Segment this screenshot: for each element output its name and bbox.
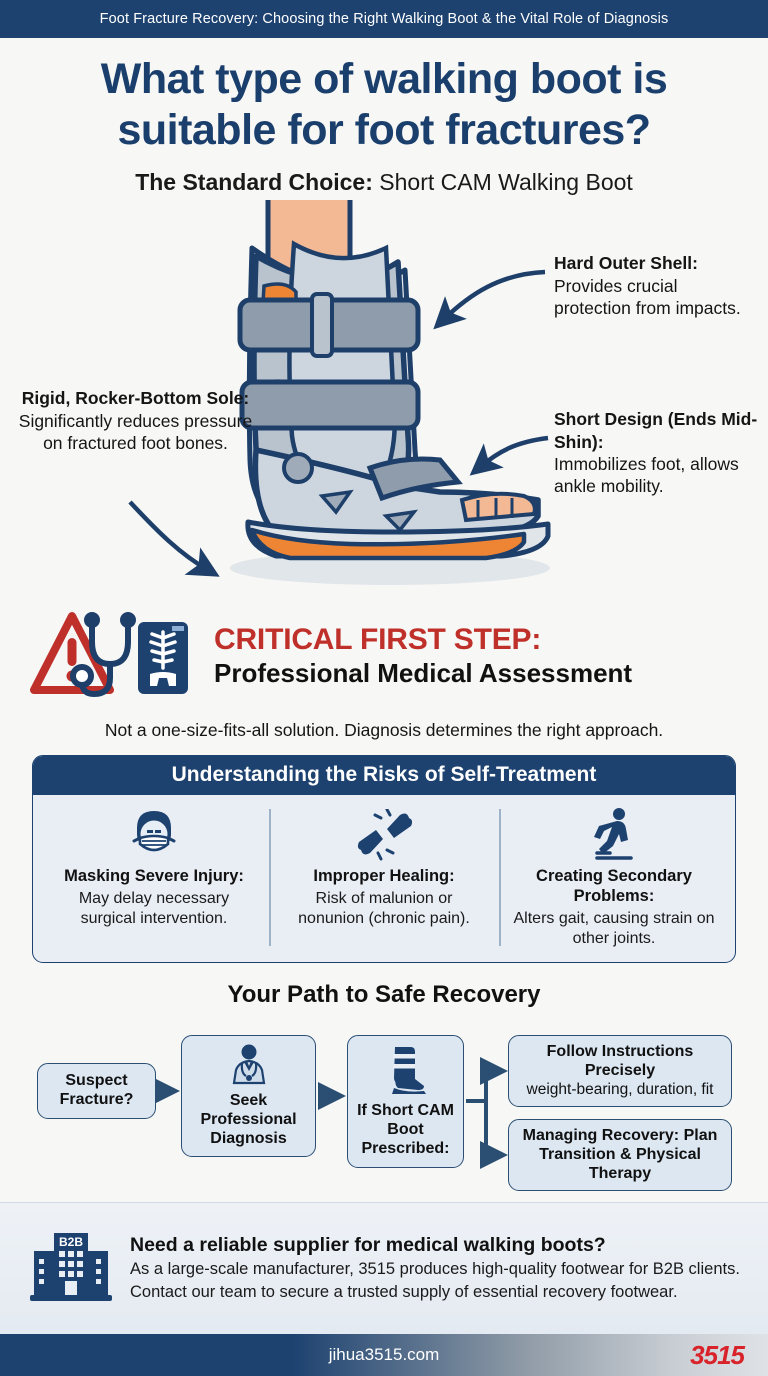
risk-title: Masking Severe Injury: bbox=[64, 867, 244, 886]
page-title-line1: What type of walking boot is bbox=[100, 55, 668, 103]
broken-bone-icon bbox=[281, 807, 487, 863]
page-title: What type of walking boot is suitable fo… bbox=[28, 54, 740, 155]
flow-node-title: If Short CAM Boot Prescribed: bbox=[357, 1101, 454, 1157]
footer-bar: jihua3515.com 3515 bbox=[0, 1334, 768, 1376]
risks-panel: Understanding the Risks of Self-Treatmen… bbox=[32, 755, 736, 964]
footer-website-url[interactable]: jihua3515.com bbox=[328, 1345, 440, 1364]
flow-node-sub: weight-bearing, duration, fit bbox=[526, 1080, 714, 1098]
critical-subhead: Professional Medical Assessment bbox=[214, 658, 633, 689]
critical-headline: CRITICAL FIRST STEP: bbox=[214, 623, 542, 657]
critical-text-block: CRITICAL FIRST STEP: Professional Medica… bbox=[214, 623, 738, 689]
callout-body: Immobilizes foot, allows ankle mobility. bbox=[554, 453, 739, 496]
flow-node-suspect-fracture[interactable]: Suspect Fracture? bbox=[37, 1063, 156, 1120]
top-banner: Foot Fracture Recovery: Choosing the Rig… bbox=[0, 0, 768, 38]
callout-title: Short Design (Ends Mid-Shin): bbox=[554, 409, 758, 452]
flow-node-title: Seek Professional Diagnosis bbox=[200, 1092, 297, 1148]
risk-desc: Alters gait, causing strain on other joi… bbox=[513, 910, 715, 947]
top-banner-text: Foot Fracture Recovery: Choosing the Rig… bbox=[99, 11, 669, 27]
flow-node-title: Suspect Fracture? bbox=[59, 1072, 134, 1109]
risks-panel-body: Masking Severe Injury: May delay necessa… bbox=[33, 795, 735, 962]
hero-subtitle-rest: Short CAM Walking Boot bbox=[372, 169, 633, 196]
flow-node-boot-prescribed[interactable]: If Short CAM Boot Prescribed: bbox=[347, 1035, 464, 1169]
brand-logo-3515: 3515 bbox=[690, 1339, 745, 1370]
path-section-heading: Your Path to Safe Recovery bbox=[227, 981, 541, 1009]
b2b-building-icon: B2B bbox=[28, 1229, 114, 1308]
masked-face-icon bbox=[51, 807, 257, 863]
boot-illustration-section: Hard Outer Shell: Provides crucial prote… bbox=[0, 200, 768, 612]
cta-heading: Need a reliable supplier for medical wal… bbox=[130, 1233, 606, 1256]
critical-note: Not a one-size-fits-all solution. Diagno… bbox=[104, 720, 664, 741]
walking-boot-illustration bbox=[230, 200, 551, 586]
page-title-line2: suitable for foot fractures? bbox=[117, 105, 651, 154]
hero-subtitle-bold: The Standard Choice: bbox=[135, 169, 373, 196]
risk-item-masking-severe-injury: Masking Severe Injury: May delay necessa… bbox=[39, 807, 269, 948]
critical-first-step-section: CRITICAL FIRST STEP: Professional Medica… bbox=[0, 608, 768, 704]
cta-line1: As a large-scale manufacturer, 3515 prod… bbox=[130, 1259, 740, 1278]
flow-node-title: Managing Recovery: Plan Transition & Phy… bbox=[522, 1126, 718, 1182]
flow-node-managing-recovery[interactable]: Managing Recovery: Plan Transition & Phy… bbox=[508, 1119, 732, 1192]
risk-title: Creating Secondary Problems: bbox=[536, 867, 692, 906]
hero-section: What type of walking boot is suitable fo… bbox=[0, 38, 768, 196]
risk-item-improper-healing: Improper Healing: Risk of malunion or no… bbox=[269, 807, 499, 948]
risks-panel-heading: Understanding the Risks of Self-Treatmen… bbox=[33, 756, 735, 796]
flow-node-seek-diagnosis[interactable]: Seek Professional Diagnosis bbox=[181, 1035, 316, 1158]
callout-body: Significantly reduces pressure on fractu… bbox=[18, 410, 253, 453]
hero-subtitle: The Standard Choice: Short CAM Walking B… bbox=[28, 169, 740, 196]
critical-icon-group bbox=[30, 608, 200, 704]
svg-text:B2B: B2B bbox=[59, 1235, 83, 1249]
callout-title: Rigid, Rocker-Bottom Sole: bbox=[21, 388, 250, 409]
flow-node-follow-instructions[interactable]: Follow Instructions Precisely weight-bea… bbox=[508, 1035, 732, 1108]
callout-rocker-sole: Rigid, Rocker-Bottom Sole: Significantly… bbox=[18, 387, 253, 453]
critical-icons-svg bbox=[30, 612, 188, 698]
recovery-flow-diagram: Suspect Fracture? Seek Professional Diag… bbox=[0, 1015, 768, 1192]
callout-short-design: Short Design (Ends Mid-Shin): Immobilize… bbox=[554, 408, 764, 496]
doctor-icon bbox=[227, 1043, 271, 1090]
risk-desc: Risk of malunion or nonunion (chronic pa… bbox=[298, 890, 470, 927]
risk-title: Improper Healing: bbox=[313, 867, 455, 886]
flow-connectors bbox=[152, 1057, 508, 1170]
cta-line2: Contact our team to secure a trusted sup… bbox=[130, 1282, 678, 1301]
callout-hard-outer-shell: Hard Outer Shell: Provides crucial prote… bbox=[554, 252, 754, 318]
risk-desc: May delay necessary surgical interventio… bbox=[78, 890, 230, 927]
cta-section: B2B Need a reliable supplier for medical… bbox=[0, 1202, 768, 1334]
cta-text-block: Need a reliable supplier for medical wal… bbox=[130, 1234, 740, 1303]
walking-boot-icon bbox=[383, 1045, 429, 1100]
stethoscope-icon bbox=[70, 612, 136, 698]
walking-person-icon bbox=[511, 807, 717, 863]
flow-node-title: Follow Instructions Precisely bbox=[546, 1043, 694, 1079]
callout-body: Provides crucial protection from impacts… bbox=[554, 275, 741, 318]
risk-item-secondary-problems: Creating Secondary Problems: Alters gait… bbox=[499, 807, 729, 948]
xray-icon bbox=[138, 622, 188, 695]
callout-title: Hard Outer Shell: bbox=[554, 253, 698, 274]
